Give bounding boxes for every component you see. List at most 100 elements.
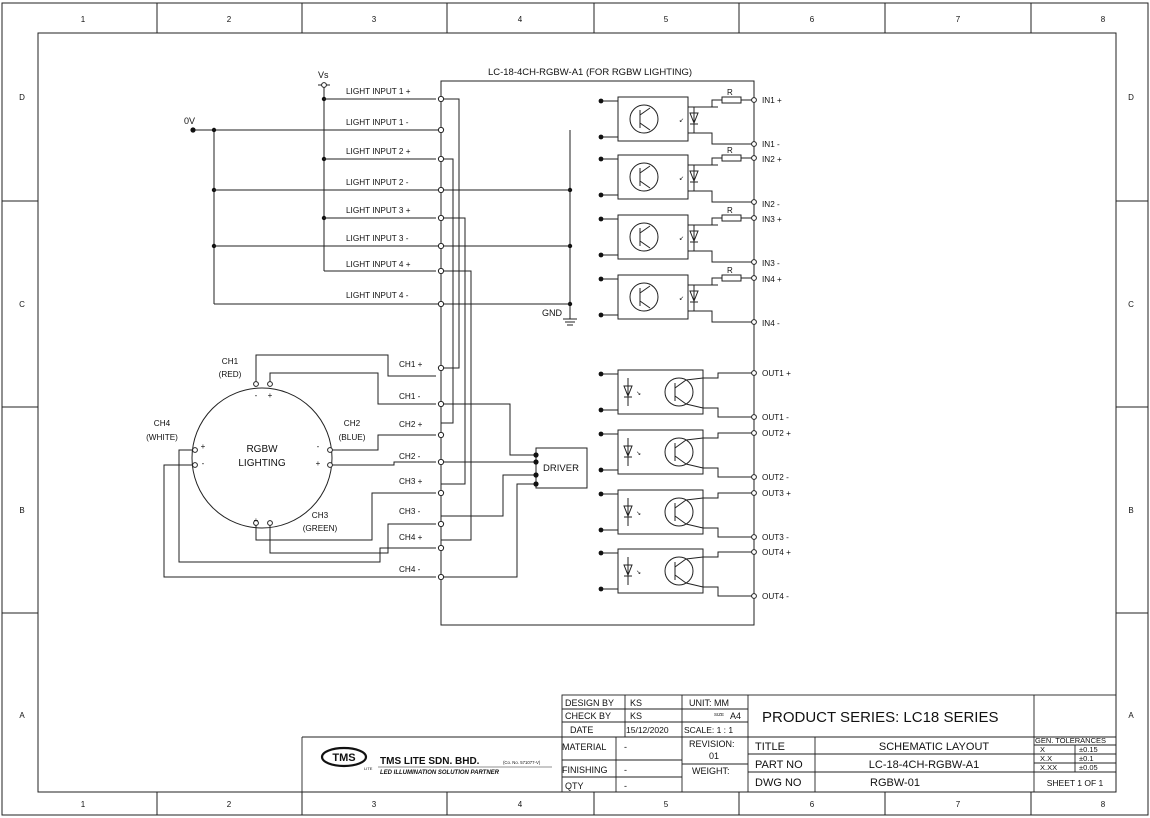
col-label-top: 6 xyxy=(810,15,815,24)
ch-pin-label: CH4 - xyxy=(399,565,421,574)
tolerance-value: ±0.05 xyxy=(1079,763,1098,772)
revision-label: REVISION: xyxy=(689,739,735,749)
col-label-bottom: 2 xyxy=(227,800,232,809)
ch1-color: (RED) xyxy=(219,370,242,379)
vs-terminal xyxy=(321,82,327,88)
svg-text:R: R xyxy=(727,146,733,155)
date-label: DATE xyxy=(570,725,593,735)
tolerance-value: ±0.15 xyxy=(1079,745,1098,754)
revision-value: 01 xyxy=(709,751,719,761)
in-pin-label: IN2 - xyxy=(762,200,780,209)
ch-pin-label: CH4 + xyxy=(399,533,423,542)
ch-pin-label: CH2 - xyxy=(399,452,421,461)
light-input-label: LIGHT INPUT 1 + xyxy=(346,87,411,96)
row-label-right: A xyxy=(1128,711,1134,720)
board-terminal xyxy=(437,126,445,134)
light-input-label: LIGHT INPUT 4 - xyxy=(346,291,409,300)
controller-board xyxy=(440,80,755,626)
input-optocoupler: ↙R xyxy=(598,146,757,205)
ch3-color: (GREEN) xyxy=(303,524,338,533)
light-input-lines xyxy=(214,98,570,305)
output-optocoupler: ↘ xyxy=(598,489,757,540)
svg-text:↘: ↘ xyxy=(636,391,641,397)
col-label-top: 5 xyxy=(664,15,669,24)
output-optocoupler: ↘ xyxy=(598,548,757,599)
tolerance-key: X.X xyxy=(1040,754,1052,763)
light-input-label: LIGHT INPUT 1 - xyxy=(346,118,409,127)
col-label-bottom: 8 xyxy=(1101,800,1106,809)
svg-text:↙: ↙ xyxy=(679,236,684,242)
fixture-terminal xyxy=(192,462,198,468)
fixture-terminal xyxy=(267,520,273,526)
svg-text:LITE: LITE xyxy=(364,766,373,771)
driver-label: DRIVER xyxy=(543,463,579,474)
light-input-label: LIGHT INPUT 3 + xyxy=(346,206,411,215)
col-label-bottom: 6 xyxy=(810,800,815,809)
col-label-top: 3 xyxy=(372,15,377,24)
in-pin-label: IN4 + xyxy=(762,275,782,284)
light-input-label: LIGHT INPUT 4 + xyxy=(346,260,411,269)
row-label-left: B xyxy=(19,506,24,515)
svg-text:+: + xyxy=(201,442,206,451)
in-pin-label: IN1 + xyxy=(762,96,782,105)
tolerance-header: GEN. TOLERANCES xyxy=(1035,736,1106,745)
design-by-label: DESIGN BY xyxy=(565,698,614,708)
check-by-label: CHECK BY xyxy=(565,711,611,721)
svg-text:↙: ↙ xyxy=(679,296,684,302)
fixture-terminal xyxy=(267,381,273,387)
material-label: MATERIAL xyxy=(562,742,606,752)
ch2-color: (BLUE) xyxy=(339,433,366,442)
supply-rails xyxy=(193,84,577,326)
rgbw-label: RGBW xyxy=(246,444,278,455)
row-label-right: C xyxy=(1128,300,1134,309)
finishing-value: - xyxy=(624,765,627,775)
col-label-top: 1 xyxy=(81,15,86,24)
ch4-color: (WHITE) xyxy=(146,433,178,442)
zero-v-label: 0V xyxy=(184,116,195,126)
board-title: LC-18-4CH-RGBW-A1 (FOR RGBW LIGHTING) xyxy=(488,67,692,78)
col-label-bottom: 3 xyxy=(372,800,377,809)
optocoupler-array: ↙R↙R↙R↙R↘↘↘↘ xyxy=(192,82,757,599)
rgbw-lighting-fixture xyxy=(191,387,333,529)
svg-text:TMS: TMS xyxy=(332,752,355,764)
col-label-top: 8 xyxy=(1101,15,1106,24)
col-label-top: 4 xyxy=(518,15,523,24)
board-terminal xyxy=(437,431,445,439)
gnd-label: GND xyxy=(542,308,563,318)
row-label-right: B xyxy=(1128,506,1133,515)
svg-text:↘: ↘ xyxy=(636,511,641,517)
col-label-bottom: 5 xyxy=(664,800,669,809)
row-label-left: A xyxy=(19,711,25,720)
svg-text:R: R xyxy=(727,266,733,275)
col-label-top: 2 xyxy=(227,15,232,24)
ch-pin-label: CH2 + xyxy=(399,420,423,429)
vs-label: Vs xyxy=(318,70,329,80)
ch-pin-label: CH1 + xyxy=(399,360,423,369)
lighting-wiring xyxy=(163,354,436,578)
out-pin-labels: OUT1 + OUT1 - OUT2 + OUT2 - OUT3 + OUT3 … xyxy=(762,369,791,601)
out-pin-label: OUT4 + xyxy=(762,548,791,557)
lighting-label: LIGHTING xyxy=(238,458,285,469)
title-value: SCHEMATIC LAYOUT xyxy=(879,741,989,753)
output-optocoupler: ↘ xyxy=(598,429,757,480)
row-label-left: C xyxy=(19,300,25,309)
company-logo: TMS LITE xyxy=(320,746,373,771)
fixture-terminal xyxy=(253,520,259,526)
board-terminal xyxy=(437,544,445,552)
scale-value: SCALE: 1 : 1 xyxy=(684,725,733,735)
in-pin-label: IN3 + xyxy=(762,215,782,224)
ch3-name: CH3 xyxy=(312,511,329,520)
fixture-terminal xyxy=(192,447,198,453)
board-terminal xyxy=(437,458,445,466)
dwg-no-label: DWG NO xyxy=(755,777,802,789)
col-label-bottom: 1 xyxy=(81,800,86,809)
fixture-terminal xyxy=(253,381,259,387)
date-value: 15/12/2020 xyxy=(626,725,669,735)
company-reg: (Co. No. 571077-V) xyxy=(503,760,541,765)
board-terminal xyxy=(437,300,445,308)
material-value: - xyxy=(624,742,627,752)
frame-labels: 1 2 3 4 5 6 7 8 1 2 3 4 5 6 7 8 D C B A … xyxy=(19,15,1134,809)
svg-text:-: - xyxy=(317,442,320,451)
